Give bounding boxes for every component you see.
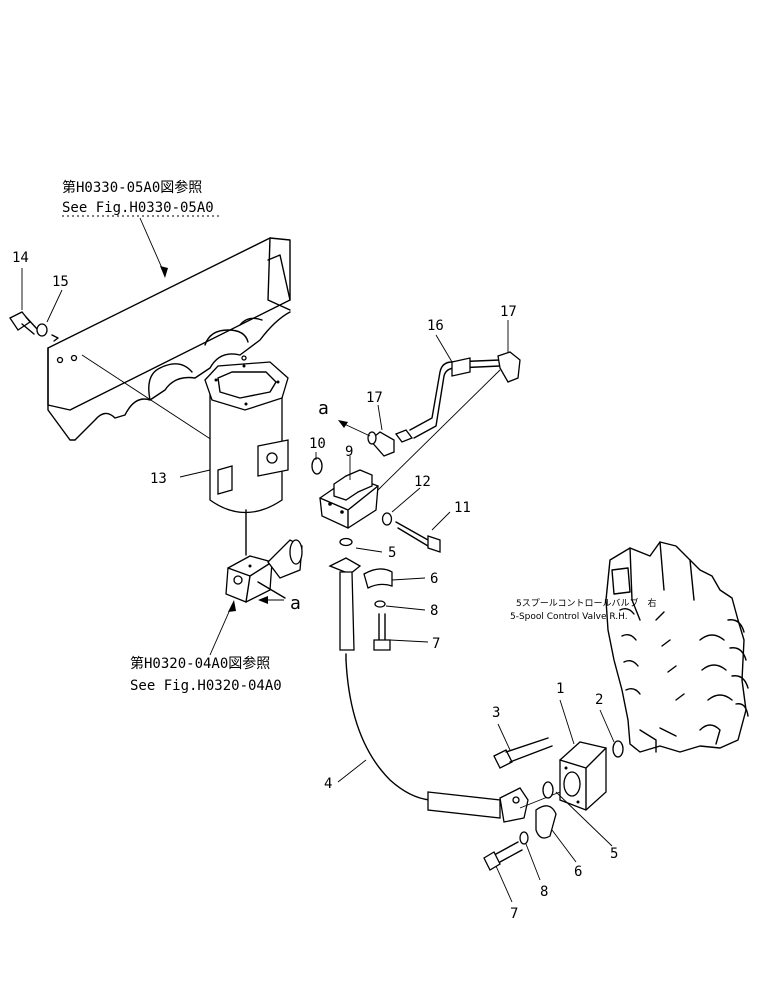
ref-bottom-arrowhead [228, 600, 236, 612]
ref-top-jp: 第H0330-05A0図参照 [62, 179, 202, 196]
ref-top-en: See Fig.H0330-05A0 [62, 200, 214, 216]
ref-bottom-jp: 第H0320-04A0図参照 [130, 655, 270, 672]
callout-1: 1 [556, 681, 564, 697]
oring-5-upper [339, 537, 353, 547]
oring-10 [311, 457, 323, 475]
callout-16: 16 [427, 318, 444, 334]
callout-13: 13 [150, 471, 167, 487]
callout-8-lower: 8 [540, 884, 548, 900]
flange-6-upper [363, 568, 393, 589]
callout-17-right: 17 [500, 304, 517, 320]
callout-a-bottom: a [290, 593, 301, 614]
ref-top-leader [139, 217, 166, 276]
callout-8-upper: 8 [430, 603, 438, 619]
callout-4: 4 [324, 776, 332, 792]
control-valve [605, 541, 749, 753]
callout-6-upper: 6 [430, 571, 438, 587]
flange-block-1 [559, 741, 607, 811]
valve-label-en: 5-Spool Control Valve R.H. [510, 612, 628, 622]
bolt-14 [9, 311, 39, 335]
oring-5-lower [542, 781, 554, 799]
elbow-17-left [367, 429, 414, 457]
callout-a-top: a [318, 398, 329, 419]
callout-5-lower: 5 [610, 846, 618, 862]
callout-6-lower: 6 [574, 864, 582, 880]
callout-5-upper: 5 [388, 545, 396, 561]
valve-label-jp: 5スプールコントロールバルブ 右 [516, 597, 657, 609]
bracket-plate [47, 237, 291, 441]
bolt-path-mark [51, 334, 59, 342]
callout-14: 14 [12, 250, 29, 266]
block-9 [319, 469, 379, 529]
washer-12 [381, 512, 393, 526]
pipe-centerline [377, 369, 501, 491]
ref-bottom-leader [209, 604, 233, 656]
callout-7-lower: 7 [510, 906, 518, 922]
callout-12: 12 [414, 474, 431, 490]
bolt-7-lower [483, 841, 523, 871]
adapter-block [225, 539, 303, 603]
washer-15 [36, 323, 48, 337]
oring-2 [612, 740, 624, 758]
bolt-3 [493, 737, 553, 769]
callout-11: 11 [454, 500, 471, 516]
bolt-7-upper [373, 613, 391, 651]
ref-top-arrowhead [160, 266, 168, 278]
flange-6-lower [535, 805, 557, 839]
callout-10: 10 [309, 436, 326, 452]
hose-4 [328, 557, 529, 823]
bolt-11 [395, 521, 441, 553]
callout-17-left: 17 [366, 390, 383, 406]
callout-2: 2 [595, 692, 603, 708]
filter-13 [204, 361, 289, 556]
callout-15: 15 [52, 274, 69, 290]
callout-7-upper: 7 [432, 636, 440, 652]
callout-3: 3 [492, 705, 500, 721]
washer-8-lower [519, 831, 529, 845]
pipe-16 [409, 351, 521, 439]
leader-lines [21, 268, 615, 903]
ref-bottom-en: See Fig.H0320-04A0 [130, 678, 282, 694]
callout-9: 9 [345, 444, 353, 460]
washer-8-upper [374, 600, 386, 608]
